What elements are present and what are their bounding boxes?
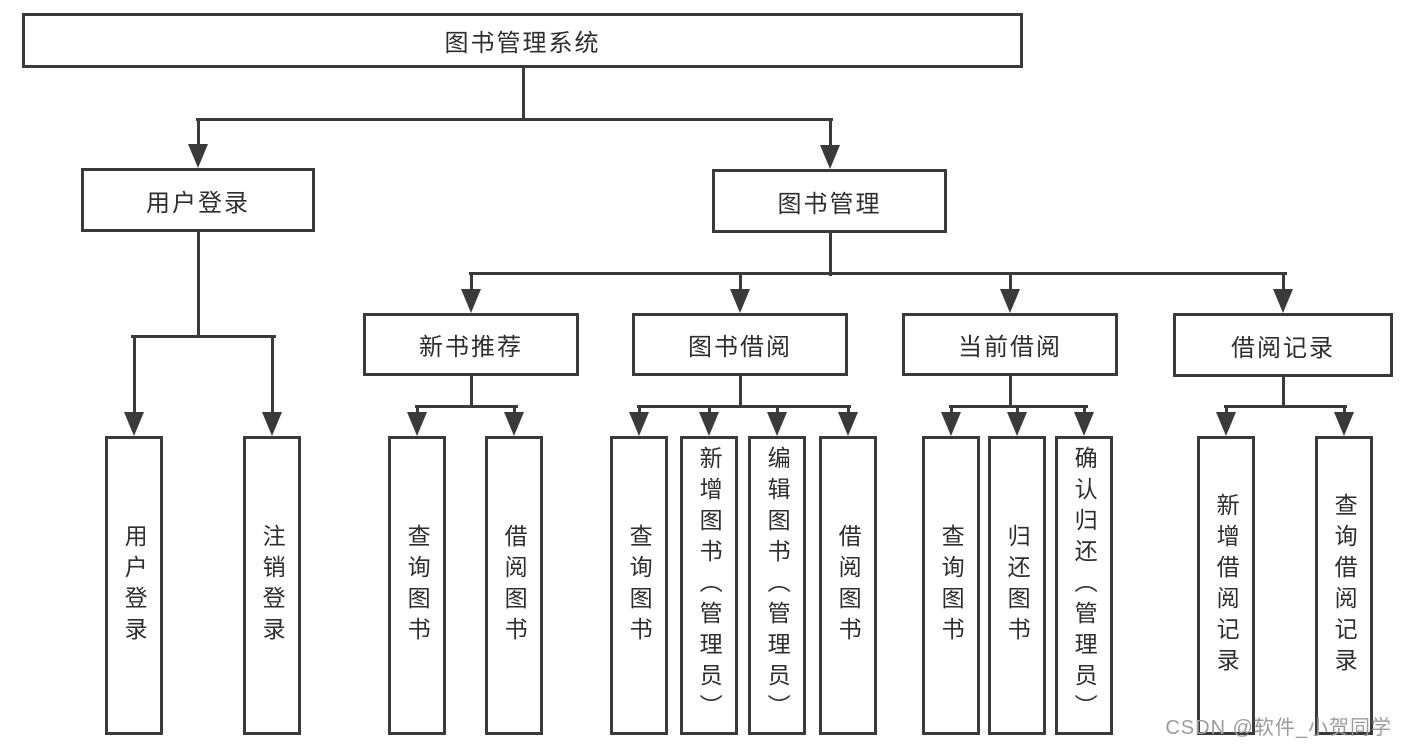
node-book-management-label: 图书管理 [777, 190, 882, 218]
connector-line [270, 336, 274, 414]
leaf-current-query-books-label: 查询图书 [938, 523, 965, 648]
node-current-borrowing-label: 当前借阅 [958, 334, 1062, 361]
connector-line [130, 334, 276, 338]
node-book-management: 图书管理 [712, 169, 947, 233]
leaf-current-confirm-return-admin-label: 确认归还（管理员） [1071, 446, 1098, 725]
node-user-login: 用户登录 [81, 168, 315, 232]
arrowhead-icon [820, 145, 840, 169]
connector-line [1015, 406, 1019, 414]
arrowhead-icon [730, 289, 750, 313]
arrowhead-icon [461, 289, 481, 313]
arrowhead-icon [124, 412, 144, 436]
leaf-newrec-borrow-books: 借阅图书 [485, 436, 543, 735]
leaf-borrowing-add-books-admin: 新增图书（管理员） [680, 436, 738, 735]
connector-line [636, 404, 851, 408]
arrowhead-icon [262, 412, 282, 436]
leaf-logout-label: 注销登录 [259, 523, 286, 648]
leaf-borrowing-query-books-label: 查询图书 [626, 523, 653, 648]
arrowhead-icon [699, 412, 719, 436]
leaf-borrowing-edit-books-admin-label: 编辑图书（管理员） [764, 446, 791, 725]
connector-line [1082, 406, 1086, 414]
connector-line [469, 273, 473, 291]
connector-line [738, 273, 742, 291]
connector-line [1223, 404, 1347, 408]
node-user-login-label: 用户登录 [146, 189, 250, 217]
arrowhead-icon [1273, 289, 1293, 313]
leaf-borrowing-edit-books-admin: 编辑图书（管理员） [748, 436, 806, 735]
arrowhead-icon [504, 412, 524, 436]
connector-line [828, 233, 832, 276]
node-new-book-recommend: 新书推荐 [363, 313, 579, 376]
leaf-borrowing-borrow-books: 借阅图书 [819, 436, 877, 735]
leaf-records-query-record-label: 查询借阅记录 [1331, 492, 1358, 679]
node-root: 图书管理系统 [22, 13, 1023, 68]
connector-line [707, 406, 711, 414]
node-book-borrowing: 图书借阅 [632, 313, 848, 376]
connector-line [949, 406, 953, 414]
leaf-current-confirm-return-admin: 确认归还（管理员） [1055, 436, 1113, 735]
leaf-newrec-borrow-books-label: 借阅图书 [501, 523, 528, 648]
connector-line [1281, 377, 1285, 408]
leaf-records-add-record-label: 新增借阅记录 [1213, 492, 1240, 679]
arrowhead-icon [838, 412, 858, 436]
node-borrowing-records: 借阅记录 [1173, 313, 1393, 377]
arrowhead-icon [1216, 412, 1236, 436]
node-book-borrowing-label: 图书借阅 [688, 334, 792, 361]
connector-line [846, 406, 850, 414]
arrowhead-icon [1000, 289, 1020, 313]
connector-line [196, 232, 200, 338]
arrowhead-icon [941, 412, 961, 436]
node-borrowing-records-label: 借阅记录 [1231, 334, 1335, 362]
leaf-borrowing-query-books: 查询图书 [610, 436, 668, 735]
leaf-current-query-books: 查询图书 [922, 436, 980, 735]
leaf-records-add-record: 新增借阅记录 [1197, 436, 1255, 735]
connector-line [521, 68, 525, 121]
leaf-borrowing-add-books-admin-label: 新增图书（管理员） [696, 446, 723, 725]
node-root-label: 图书管理系统 [444, 30, 601, 57]
leaf-current-return-books: 归还图书 [988, 436, 1046, 735]
connector-line [1224, 406, 1228, 414]
node-new-book-recommend-label: 新书推荐 [419, 334, 523, 361]
connector-line [414, 404, 518, 408]
connector-line [195, 117, 833, 121]
arrowhead-icon [1007, 412, 1027, 436]
connector-line [637, 406, 641, 414]
connector-line [1008, 273, 1012, 291]
connector-line [828, 120, 832, 147]
connector-line [775, 406, 779, 414]
connector-line [415, 406, 419, 414]
leaf-newrec-query-books-label: 查询图书 [404, 523, 431, 648]
leaf-logout: 注销登录 [243, 436, 301, 735]
leaf-borrowing-borrow-books-label: 借阅图书 [835, 523, 862, 648]
connector-line [1008, 376, 1012, 408]
connector-line [468, 271, 1287, 275]
connector-line [469, 376, 473, 408]
leaf-user-login-label: 用户登录 [121, 523, 148, 648]
connector-line [512, 406, 516, 414]
arrowhead-icon [1334, 412, 1354, 436]
arrowhead-icon [407, 412, 427, 436]
connector-line [738, 376, 742, 408]
leaf-current-return-books-label: 归还图书 [1004, 523, 1031, 648]
connector-line [1342, 406, 1346, 414]
leaf-user-login: 用户登录 [105, 436, 163, 735]
leaf-newrec-query-books: 查询图书 [388, 436, 446, 735]
connector-line [132, 336, 136, 414]
arrowhead-icon [629, 412, 649, 436]
connector-line [1281, 273, 1285, 291]
arrowhead-icon [188, 144, 208, 168]
arrowhead-icon [767, 412, 787, 436]
node-current-borrowing: 当前借阅 [902, 313, 1118, 376]
arrowhead-icon [1074, 412, 1094, 436]
watermark: CSDN @软件_小贺同学 [1165, 717, 1392, 739]
connector-line [196, 120, 200, 146]
leaf-records-query-record: 查询借阅记录 [1315, 436, 1373, 735]
